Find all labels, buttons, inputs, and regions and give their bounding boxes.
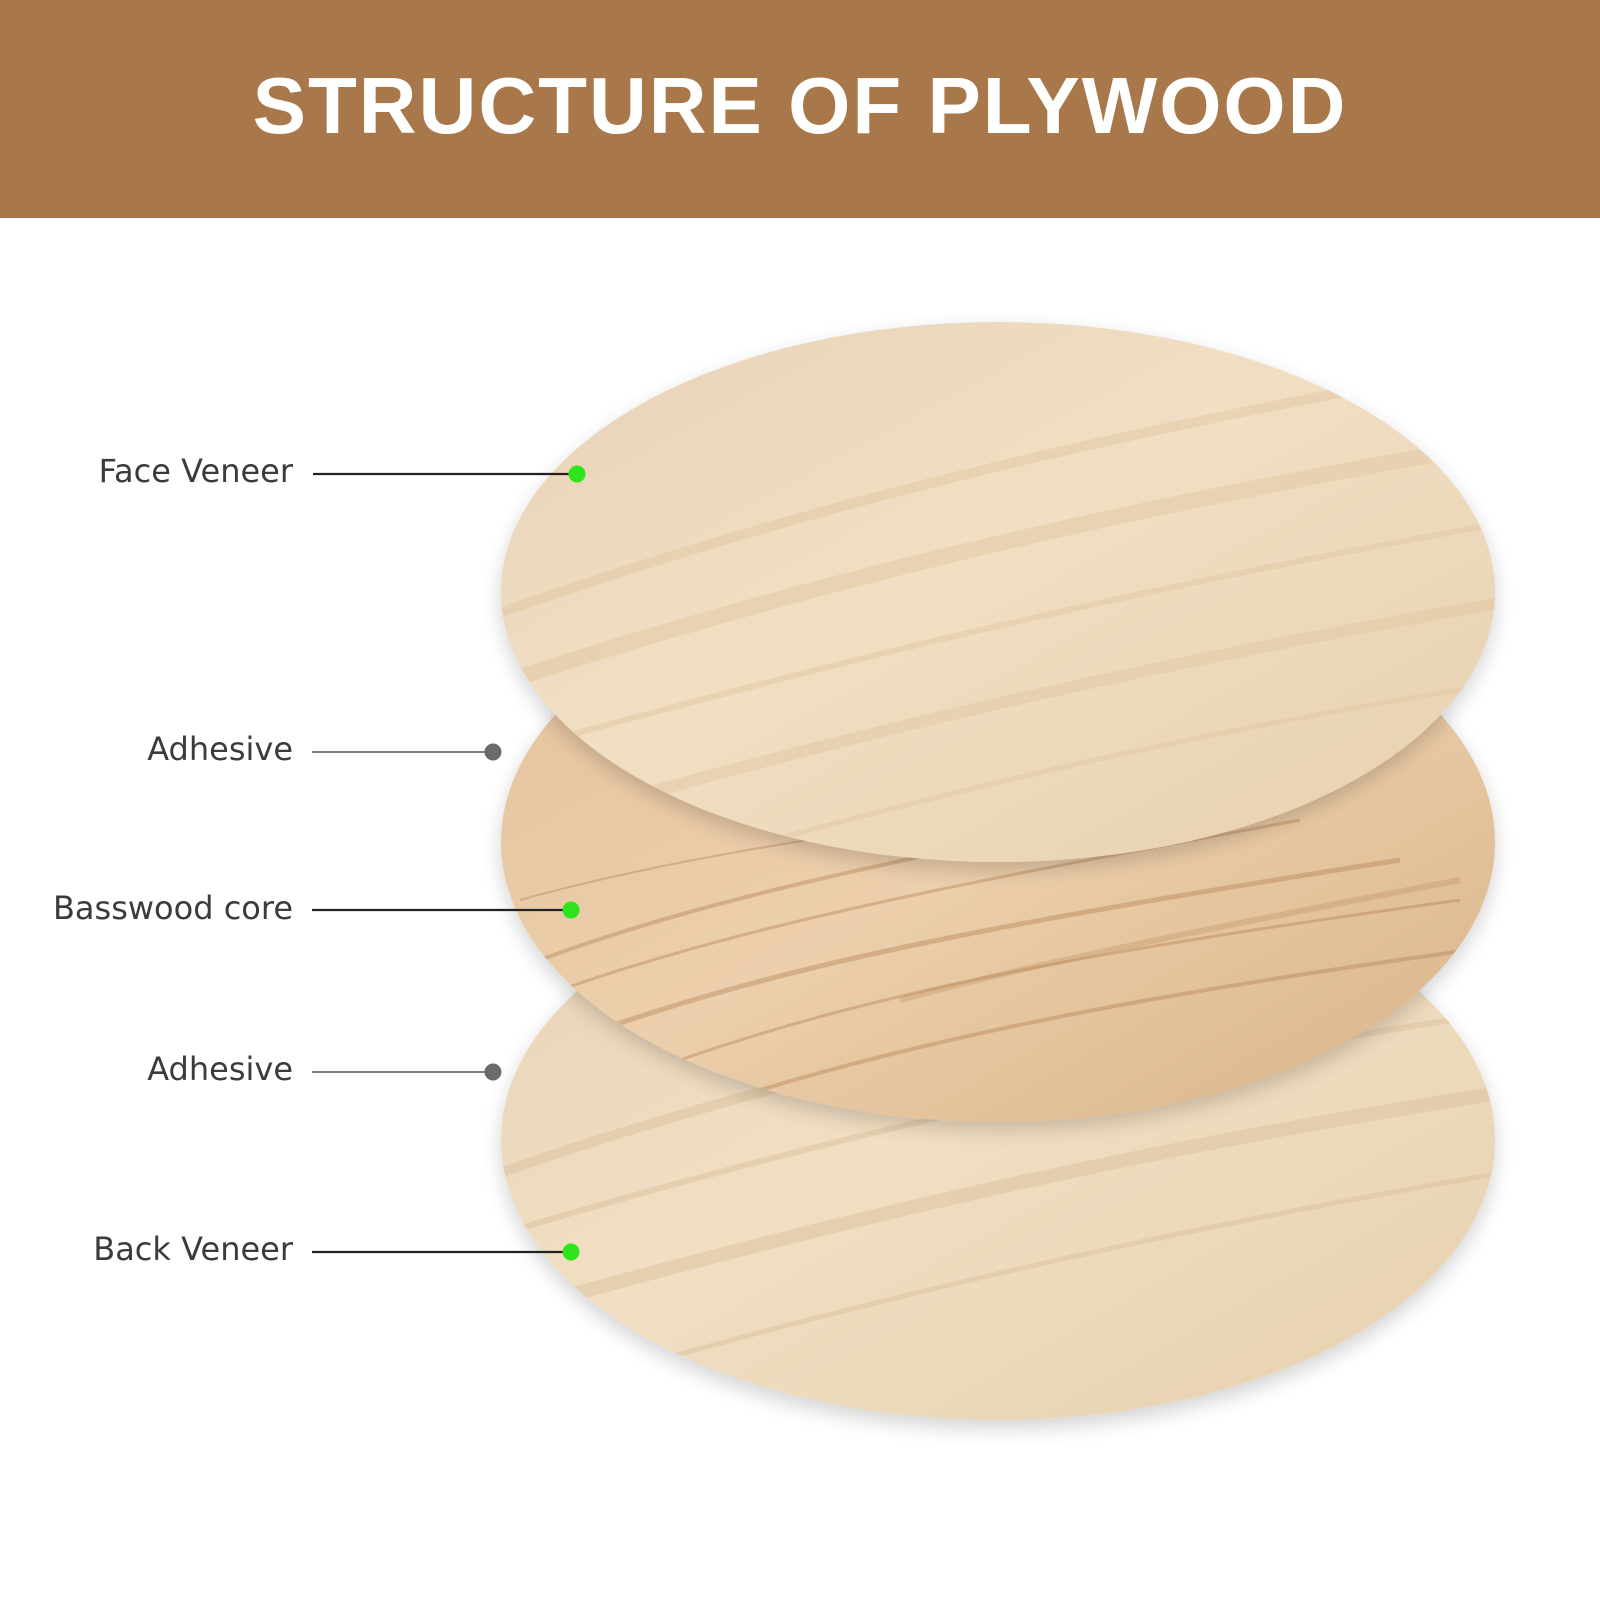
leader-line-back-veneer — [312, 1243, 580, 1261]
label-back-veneer: Back Veneer — [93, 1230, 293, 1268]
adhesive-top-marker — [484, 743, 502, 761]
header-banner: STRUCTURE OF PLYWOOD — [0, 0, 1600, 218]
label-basswood-core: Basswood core — [52, 889, 293, 927]
basswood-core-marker — [562, 901, 580, 919]
label-face-veneer: Face Veneer — [98, 452, 293, 490]
leader-line-face-veneer — [313, 465, 586, 483]
adhesive-bottom-marker — [484, 1063, 502, 1081]
leader-line-adhesive-top — [312, 743, 502, 761]
back-veneer-marker — [562, 1243, 580, 1261]
face-veneer-disc — [501, 322, 1495, 862]
label-adhesive-bottom: Adhesive — [147, 1050, 293, 1088]
leader-line-basswood-core — [312, 901, 580, 919]
label-adhesive-top: Adhesive — [147, 730, 293, 768]
face-veneer-marker — [568, 465, 586, 483]
page-title: STRUCTURE OF PLYWOOD — [252, 61, 1348, 150]
leader-line-adhesive-bottom — [312, 1063, 502, 1081]
